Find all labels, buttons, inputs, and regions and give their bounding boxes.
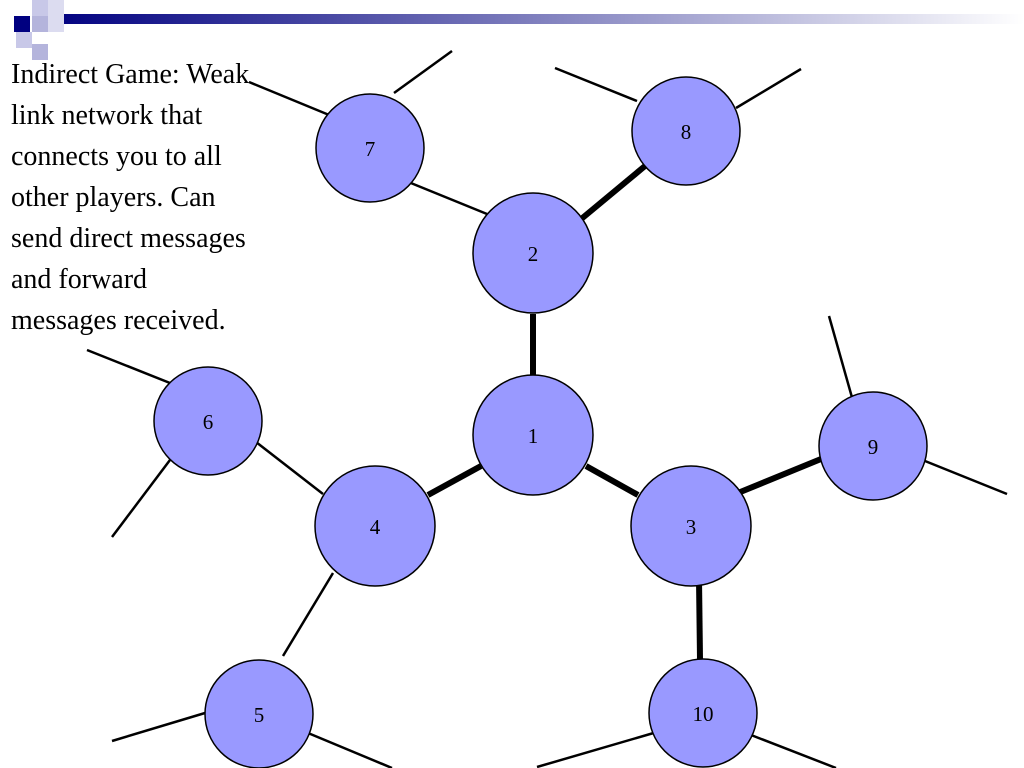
outward-link-10-a — [536, 730, 658, 768]
outward-link-8-b — [735, 67, 802, 110]
node-label: 2 — [528, 242, 539, 266]
node-6: 6 — [153, 366, 263, 476]
outward-link-7-b — [393, 49, 453, 95]
weak-links — [255, 177, 488, 657]
node-label: 8 — [681, 120, 692, 144]
link-2-7 — [400, 177, 488, 216]
link-3-10 — [696, 578, 703, 660]
node-label: 10 — [693, 702, 714, 726]
outward-link-6-b — [111, 455, 174, 538]
body-text: Indirect Game: Weak link network that co… — [11, 54, 311, 341]
body-text-line: other players. Can — [11, 182, 216, 213]
header-square-light-6 — [32, 44, 48, 60]
header-gradient-bar — [48, 14, 1024, 24]
body-text-line: connects you to all — [11, 141, 222, 172]
strong-links — [426, 163, 823, 660]
node-label: 9 — [868, 435, 879, 459]
header-band — [14, 0, 1024, 60]
node-8: 8 — [631, 76, 741, 186]
node-circle — [153, 366, 263, 476]
node-circle — [472, 374, 594, 496]
body-text-line: send direct messages — [11, 223, 246, 254]
link-3-9 — [731, 456, 823, 498]
node-5: 5 — [204, 659, 314, 768]
node-4: 4 — [314, 465, 436, 587]
link-2-8 — [578, 163, 647, 223]
node-circle — [630, 465, 752, 587]
node-circle — [204, 659, 314, 768]
outward-link-7-a — [248, 80, 335, 119]
outward-link-8-a — [554, 66, 638, 103]
node-label: 5 — [254, 703, 265, 727]
node-label: 4 — [370, 515, 381, 539]
link-4-6 — [255, 441, 324, 495]
body-text-line: messages received. — [11, 305, 226, 336]
body-text-line: and forward — [11, 264, 148, 295]
header-square-light-3 — [32, 16, 48, 32]
header-square-dark — [14, 16, 30, 32]
node-label: 7 — [365, 137, 376, 161]
node-label: 6 — [203, 410, 214, 434]
link-1-3 — [584, 463, 640, 498]
link-1-4 — [426, 463, 483, 498]
node-label: 1 — [528, 424, 539, 448]
outward-link-5-a — [111, 711, 206, 743]
node-10: 10 — [648, 658, 758, 768]
node-circle — [818, 391, 928, 501]
node-label: 3 — [686, 515, 697, 539]
outward-links — [86, 49, 1008, 768]
node-circle — [472, 192, 594, 314]
node-circle — [314, 465, 436, 587]
node-circle — [648, 658, 758, 768]
outward-link-5-b — [307, 731, 393, 768]
outward-link-6-a — [86, 348, 171, 385]
link-4-5 — [281, 572, 335, 657]
body-text-line: Indirect Game: Weak — [11, 59, 250, 90]
outward-link-9-b — [924, 459, 1008, 496]
node-9: 9 — [818, 391, 928, 501]
node-7: 7 — [315, 93, 425, 203]
node-3: 3 — [630, 465, 752, 587]
header-square-light-1 — [32, 0, 48, 16]
header-square-light-5 — [16, 32, 32, 48]
node-circle — [631, 76, 741, 186]
outward-link-9-a — [827, 315, 855, 402]
header-square-light-2 — [48, 0, 64, 16]
body-text-line: link network that — [11, 100, 203, 131]
node-2: 2 — [472, 192, 594, 314]
node-1: 1 — [472, 374, 594, 496]
node-circle — [315, 93, 425, 203]
outward-link-10-b — [750, 733, 837, 768]
header-square-light-4 — [48, 16, 64, 32]
